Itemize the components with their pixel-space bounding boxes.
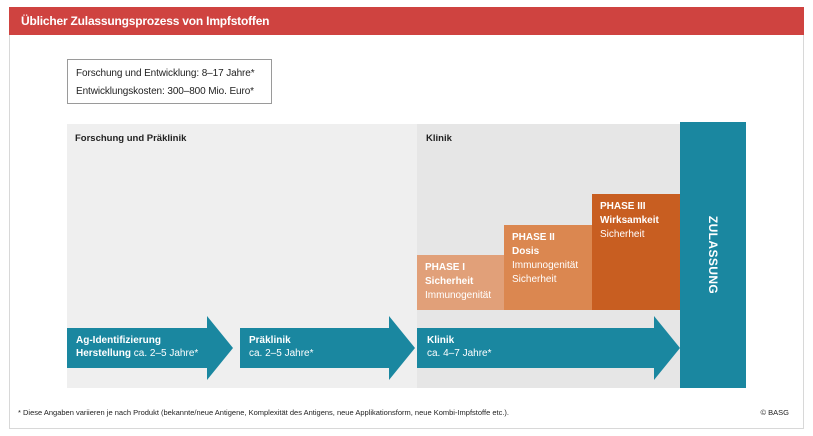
stage-2-title: Präklinik (249, 335, 291, 346)
stage-1-subtitle: Herstellung (76, 348, 132, 359)
phase-3-focus: Wirksamkeit (600, 215, 659, 226)
phase-3-title: PHASE III (600, 201, 646, 212)
approval-bar: ZULASSUNG (680, 122, 746, 388)
phase-1-title: PHASE I (425, 262, 466, 273)
zone-research-label: Forschung und Präklinik (75, 133, 187, 144)
phase-1-focus: Sicherheit (425, 276, 474, 287)
phase-2-title: PHASE II (512, 232, 555, 243)
phase-3-box: PHASE III Wirksamkeit Sicherheit (592, 194, 680, 310)
info-box: Forschung und Entwicklung: 8–17 Jahre* E… (67, 59, 272, 104)
phase-1-detail: Immunogenität (425, 290, 492, 301)
phase-2-box: PHASE II Dosis Immunogenität Sicherheit (504, 225, 592, 310)
stage-1-title: Ag-Identifizierung (76, 335, 161, 346)
approval-label: ZULASSUNG (706, 215, 720, 295)
arrow-stage-1-text: Ag-Identifizierung Herstellung ca. 2–5 J… (76, 334, 198, 360)
footnote: * Diese Angaben variieren je nach Produk… (18, 408, 509, 417)
stage-3-duration: ca. 4–7 Jahre* (427, 348, 492, 359)
phase-2-focus: Dosis (512, 246, 540, 257)
stage-3-title: Klinik (427, 335, 455, 346)
copyright: © BASG (760, 408, 789, 417)
phase-2-detail-1: Immunogenität (512, 260, 579, 271)
stage-2-duration: ca. 2–5 Jahre* (249, 348, 314, 359)
page-title: Üblicher Zulassungsprozess von Impfstoff… (21, 14, 270, 28)
arrow-stage-1 (67, 316, 233, 380)
arrow-stage-3-text: Klinik ca. 4–7 Jahre* (427, 334, 492, 360)
phase-1-box: PHASE I Sicherheit Immunogenität (417, 255, 504, 310)
zone-clinic-label: Klinik (426, 133, 452, 144)
phase-2-detail-2: Sicherheit (512, 274, 557, 285)
arrow-stage-2 (240, 316, 415, 380)
phase-3-detail: Sicherheit (600, 229, 645, 240)
stage-1-duration: ca. 2–5 Jahre* (131, 348, 199, 359)
arrow-stage-3 (417, 316, 680, 380)
info-duration: Forschung und Entwicklung: 8–17 Jahre* (76, 68, 255, 79)
arrow-stage-2-text: Präklinik ca. 2–5 Jahre* (249, 334, 314, 360)
info-costs: Entwicklungskosten: 300–800 Mio. Euro* (76, 86, 254, 97)
header-bar: Üblicher Zulassungsprozess von Impfstoff… (9, 7, 804, 35)
